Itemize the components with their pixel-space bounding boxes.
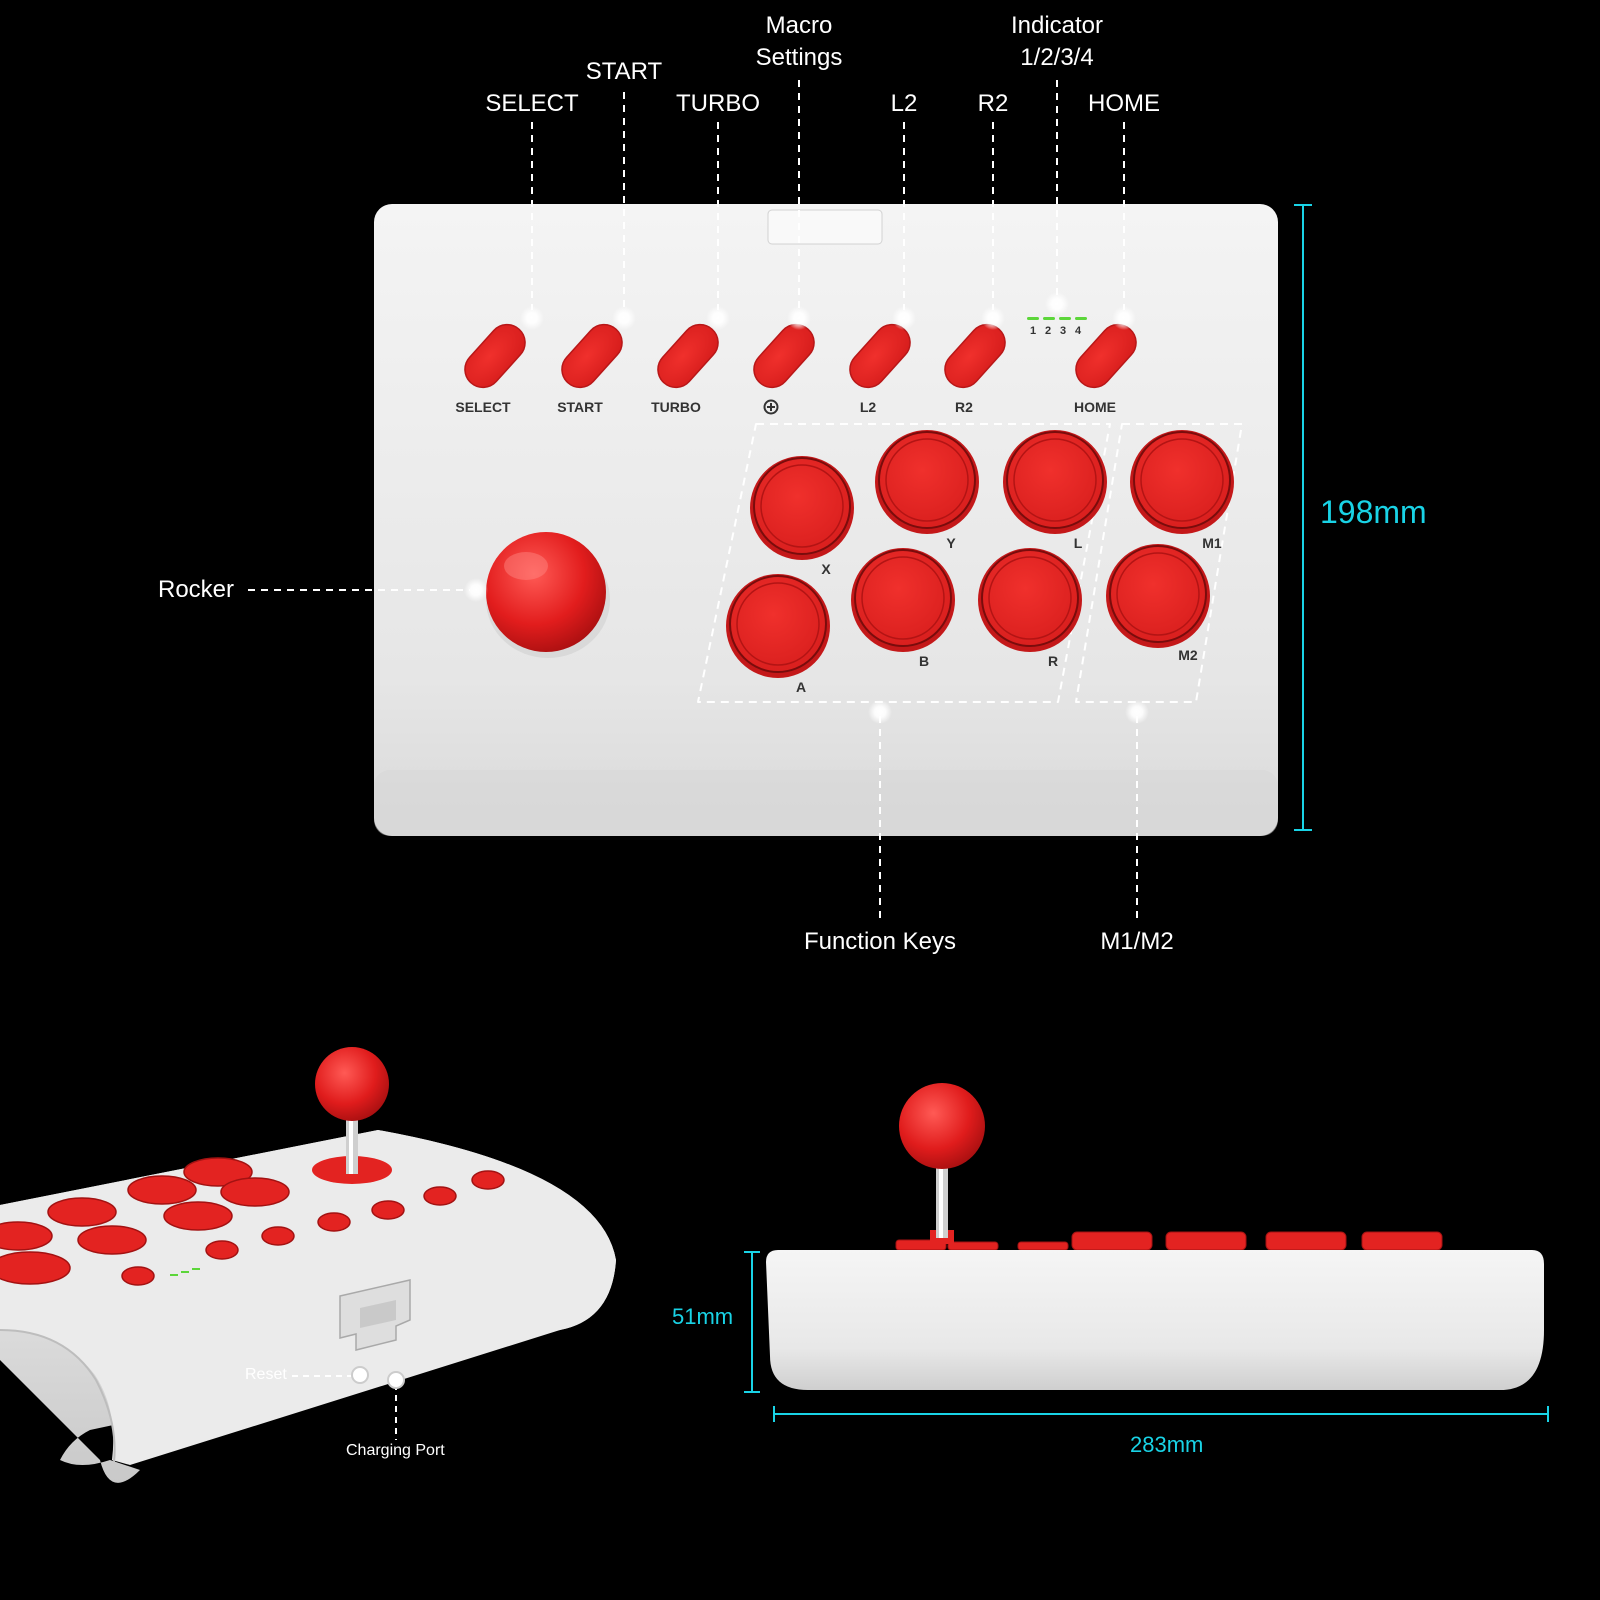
r-panel-label: R	[1048, 653, 1058, 669]
indicator-callout: Indicator 1/2/3/4	[982, 10, 1132, 74]
select-callout: SELECT	[485, 90, 579, 117]
home-panel-label: HOME	[1074, 399, 1116, 415]
controller-body-side	[766, 1250, 1544, 1390]
macro-callout-line1: Macro	[765, 12, 833, 39]
l-button[interactable]	[1003, 430, 1107, 534]
m2-panel-label: M2	[1178, 647, 1198, 663]
top-clip	[767, 209, 883, 245]
x-panel-label: X	[821, 561, 831, 577]
indicator-4-label: 4	[1075, 325, 1082, 337]
angled-view	[0, 1047, 616, 1483]
charging-port-dot	[387, 1371, 405, 1389]
action-buttons	[726, 430, 1234, 678]
start-button[interactable]	[555, 317, 630, 395]
depth-dimension-line	[744, 1251, 760, 1393]
start-callout: START	[585, 58, 663, 85]
function-keys-region	[697, 423, 1111, 703]
reset-dot	[351, 1366, 369, 1384]
macro-button[interactable]	[747, 317, 822, 395]
charging-port-callout: Charging Port	[346, 1442, 445, 1459]
home-callout: HOME	[1088, 90, 1160, 117]
y-panel-label: Y	[946, 535, 956, 551]
top-view-diagram: 1 2 3 4 SELECT START TURBO L2 R2 HOME	[248, 80, 1312, 920]
rocker-callout: Rocker	[158, 576, 235, 603]
turbo-callout: TURBO	[676, 90, 760, 117]
m1-button[interactable]	[1130, 430, 1234, 534]
side-view	[744, 1083, 1549, 1422]
a-button[interactable]	[726, 574, 830, 678]
indicator-callout-line1: Indicator	[1010, 12, 1104, 39]
home-button[interactable]	[1069, 317, 1144, 395]
height-dimension-line	[1294, 204, 1312, 831]
side-joystick-ball[interactable]	[899, 1083, 985, 1169]
turbo-panel-label: TURBO	[651, 399, 701, 415]
r2-callout: R2	[977, 90, 1009, 117]
m1-panel-label: M1	[1202, 535, 1222, 551]
a-panel-label: A	[796, 679, 806, 695]
b-panel-label: B	[919, 653, 929, 669]
indicator-2-label: 2	[1045, 325, 1051, 337]
indicator-3-label: 3	[1060, 325, 1066, 337]
depth-dimension-label: 51mm	[672, 1304, 734, 1329]
b-button[interactable]	[851, 548, 955, 652]
rocker-ball[interactable]	[486, 532, 606, 652]
indicator-leds	[1027, 317, 1087, 320]
r2-button[interactable]	[938, 317, 1013, 395]
r-button[interactable]	[978, 548, 1082, 652]
macro-settings-icon	[763, 399, 779, 415]
l2-callout: L2	[890, 90, 918, 117]
select-button[interactable]	[458, 317, 533, 395]
start-panel-label: START	[557, 399, 603, 415]
l-panel-label: L	[1074, 535, 1083, 551]
width-dimension-line	[773, 1406, 1549, 1422]
reset-callout: Reset	[245, 1366, 287, 1383]
width-dimension-label: 283mm	[1130, 1432, 1204, 1457]
indicator-1-label: 1	[1030, 325, 1036, 337]
angled-joystick-ball[interactable]	[315, 1047, 389, 1121]
select-panel-label: SELECT	[455, 399, 511, 415]
y-button[interactable]	[875, 430, 979, 534]
x-button[interactable]	[750, 456, 854, 560]
height-dimension-label: 198mm	[1320, 494, 1427, 530]
function-keys-callout: Function Keys	[803, 928, 957, 955]
r2-panel-label: R2	[955, 399, 973, 415]
callout-dots	[464, 292, 1149, 724]
macro-settings-callout: Macro Settings	[729, 10, 869, 74]
m1m2-callout: M1/M2	[1100, 928, 1174, 955]
m2-button[interactable]	[1106, 544, 1210, 648]
turbo-button[interactable]	[651, 317, 726, 395]
macro-callout-line2: Settings	[755, 44, 843, 71]
indicator-callout-line2: 1/2/3/4	[1020, 44, 1094, 71]
l2-panel-label: L2	[860, 399, 877, 415]
